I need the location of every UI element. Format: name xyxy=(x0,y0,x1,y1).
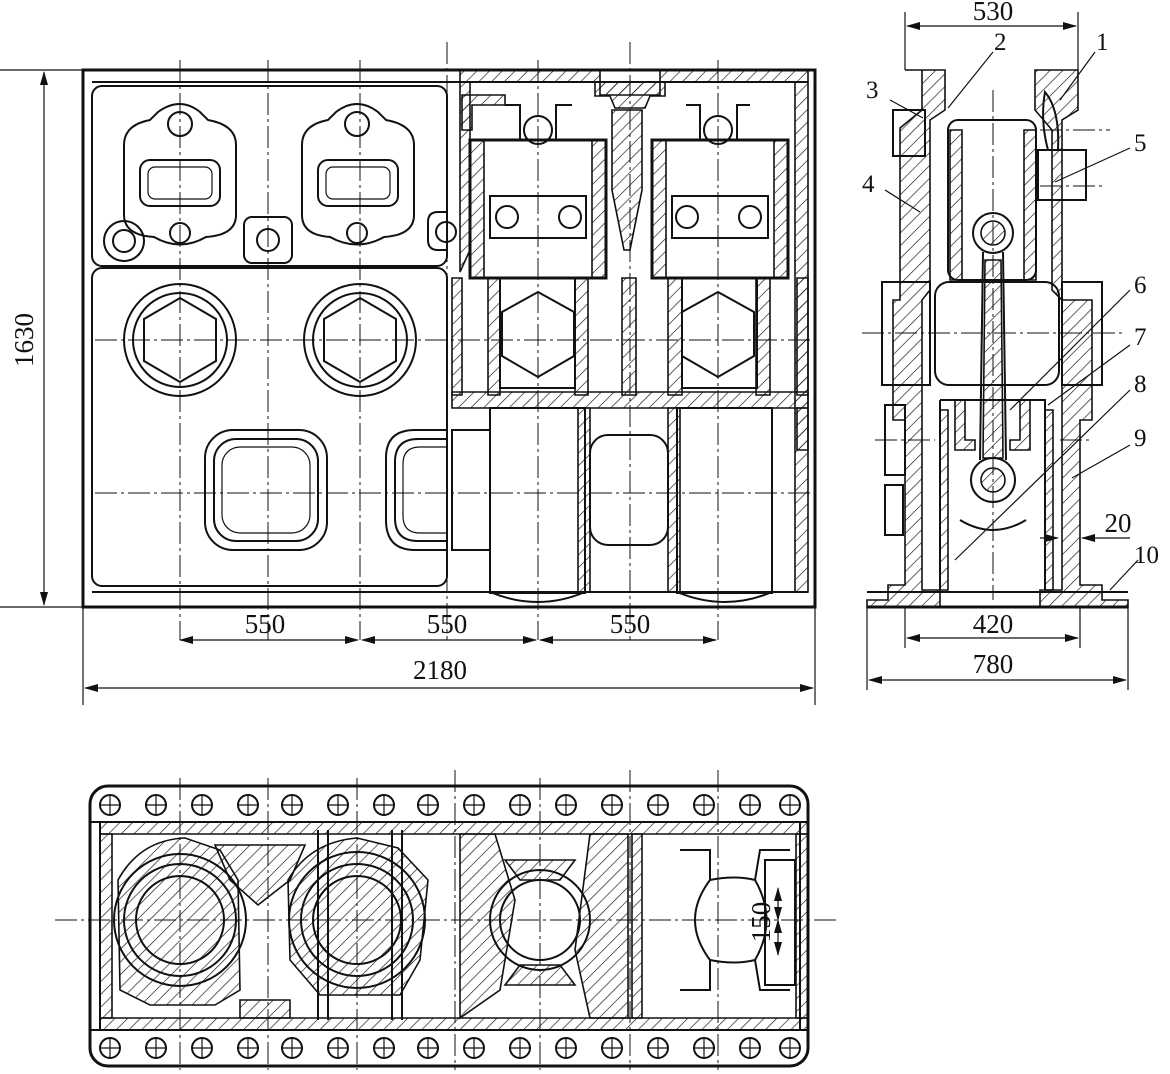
part-number-3: 3 xyxy=(866,77,879,104)
dim-length: 2180 xyxy=(413,655,467,685)
part-number-2: 2 xyxy=(994,29,1007,56)
boss-left xyxy=(103,220,145,262)
upper-panel xyxy=(91,85,448,267)
side-dimensions: 530 420 780 20 xyxy=(866,0,1132,690)
part-number-5: 5 xyxy=(1134,130,1147,157)
dim-inner-width: 420 xyxy=(973,609,1014,639)
inspection-window-1 xyxy=(204,429,328,551)
plan-web-1 xyxy=(213,844,307,1019)
bolt-row-bottom xyxy=(99,1037,801,1059)
part-number-9: 9 xyxy=(1134,425,1147,452)
dim-top-width: 530 xyxy=(973,0,1014,26)
front-view: 1630 550 550 550 2180 xyxy=(0,42,817,705)
boss-right xyxy=(427,211,457,251)
dim-base-width: 780 xyxy=(973,649,1014,679)
dim-height: 1630 xyxy=(9,313,39,367)
crosshead-right xyxy=(650,104,790,280)
plan-dimension: 150 xyxy=(746,887,782,956)
front-view-outline xyxy=(81,68,817,609)
inspection-window-2 xyxy=(385,429,447,551)
section-half xyxy=(83,69,815,609)
plan-bore-3 xyxy=(459,833,629,1020)
part-number-10: 10 xyxy=(1134,542,1159,569)
part-number-4: 4 xyxy=(862,171,875,198)
plan-view: 150 xyxy=(55,770,840,1070)
plan-bore-2 xyxy=(287,830,429,1020)
lower-panel xyxy=(91,267,448,587)
dim-wall-thickness: 20 xyxy=(1105,508,1132,538)
dim-bore-offset: 150 xyxy=(746,902,776,943)
part-number-7: 7 xyxy=(1134,324,1147,351)
dim-pitch-1: 550 xyxy=(245,609,286,639)
front-dimensions: 1630 550 550 550 2180 xyxy=(0,69,816,705)
front-centerlines xyxy=(95,42,810,640)
part-number-1: 1 xyxy=(1096,29,1109,56)
part-leaders xyxy=(884,51,1139,591)
part-number-8: 8 xyxy=(1134,371,1147,398)
dim-pitch-2: 550 xyxy=(427,609,468,639)
cover-plate-2 xyxy=(301,103,415,246)
part-number-6: 6 xyxy=(1134,272,1147,299)
side-section-view: 1 2 3 4 5 6 7 8 9 10 530 420 780 20 xyxy=(862,0,1159,690)
dim-pitch-3: 550 xyxy=(610,609,651,639)
bolt-row-top xyxy=(99,794,801,816)
